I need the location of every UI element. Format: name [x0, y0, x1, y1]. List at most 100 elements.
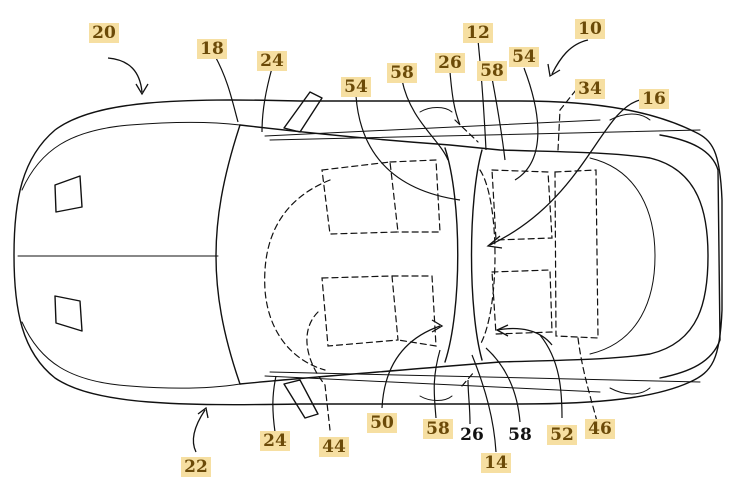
leader-lines	[214, 39, 598, 453]
arrow-16	[489, 99, 641, 246]
numeral-highlight	[463, 23, 493, 43]
front-seat-left-back	[389, 159, 441, 233]
reference-numeral-50: 50	[367, 413, 397, 433]
numeral-text: 34	[578, 79, 602, 99]
reference-numeral-26-top: 26	[435, 53, 465, 73]
front-seat-left	[321, 161, 399, 235]
numeral-text: 26	[460, 425, 484, 445]
reference-numeral-22: 22	[181, 457, 211, 477]
rear-seat-right	[491, 269, 553, 335]
reference-numeral-54-right: 54	[509, 47, 539, 67]
numeral-highlight	[387, 63, 417, 83]
numeral-text: 12	[466, 23, 490, 43]
reference-numeral-20: 20	[89, 23, 119, 43]
door-handle-top	[419, 107, 453, 113]
arrowhead-16	[486, 235, 503, 249]
reference-numeral-58-bottom-right: 58	[508, 425, 532, 445]
sill-bottom	[269, 371, 701, 383]
numeral-text: 20	[92, 23, 116, 43]
numeral-text: 44	[322, 437, 346, 457]
arrow-50-head	[431, 319, 444, 333]
center-pillar	[444, 147, 459, 363]
floor-rear-outline	[479, 169, 496, 346]
leader-58-bottom-left	[433, 349, 441, 419]
leader-26-bottom	[467, 379, 471, 425]
numeral-text: 10	[578, 19, 602, 39]
vehicle-body	[13, 91, 723, 419]
arrow-22	[192, 409, 206, 453]
numeral-highlight	[260, 431, 290, 451]
leader-50	[381, 325, 441, 409]
rear-deck-line	[589, 157, 656, 355]
reference-numeral-58-top-right: 58	[477, 61, 507, 81]
numeral-highlight	[575, 19, 605, 39]
rear-spoiler	[659, 134, 721, 379]
rear-notch-top	[609, 113, 651, 121]
floor-front-outline	[264, 179, 331, 371]
numeral-text: 54	[512, 47, 536, 67]
reference-numeral-18: 18	[197, 39, 227, 59]
reference-numeral-46: 46	[585, 419, 615, 439]
leader-24-top	[261, 67, 273, 133]
side-line-top	[264, 119, 601, 137]
numeral-text: 46	[588, 419, 612, 439]
reference-numeral-34: 34	[575, 79, 605, 99]
numeral-highlight	[575, 79, 605, 99]
arrowhead-20	[135, 83, 149, 96]
numeral-text: 54	[344, 77, 368, 97]
striker-top	[454, 119, 479, 143]
arrowhead-22	[197, 406, 209, 419]
numeral-text: 18	[200, 39, 224, 59]
leader-18	[214, 55, 239, 123]
leader-14	[471, 354, 497, 453]
numeral-highlight	[435, 53, 465, 73]
arrow-10	[551, 39, 589, 75]
rear-bench-back	[554, 169, 599, 339]
door-handle-bottom	[419, 395, 453, 401]
cowl	[215, 124, 241, 385]
numeral-text: 24	[260, 51, 284, 71]
reference-numeral-58-bottom-left: 58	[423, 419, 453, 439]
mirror-top	[283, 91, 323, 133]
reference-numeral-52: 52	[547, 425, 577, 445]
reference-numeral-24-bottom: 24	[260, 431, 290, 451]
leader-54-left	[355, 95, 461, 201]
numeral-highlight	[181, 457, 211, 477]
rear-seat-left	[491, 169, 553, 241]
body-outline	[13, 99, 723, 406]
reference-numeral-24-top: 24	[257, 51, 287, 71]
reference-numeral-58-top-left: 58	[387, 63, 417, 83]
numeral-highlight	[547, 425, 577, 445]
mirror-bottom	[283, 379, 319, 419]
reference-numeral-26-bottom: 26	[460, 425, 484, 445]
rear-notch-bottom	[609, 387, 651, 395]
numeral-text: 58	[508, 425, 532, 445]
reference-numeral-54-left: 54	[341, 77, 371, 97]
numeral-text: 24	[263, 431, 287, 451]
leader-12	[477, 39, 487, 151]
leader-54-right	[514, 67, 539, 181]
reference-numeral-12: 12	[463, 23, 493, 43]
reference-numeral-14: 14	[481, 453, 511, 473]
headlight-bottom	[54, 295, 83, 332]
hood-edge-bottom	[21, 321, 241, 389]
numeral-highlight	[341, 77, 371, 97]
numeral-highlight	[481, 453, 511, 473]
numeral-highlight	[89, 23, 119, 43]
headlight-top	[54, 175, 83, 213]
numeral-highlight	[197, 39, 227, 59]
numeral-text: 58	[390, 63, 414, 83]
numeral-text: 50	[370, 413, 394, 433]
leader-26-top	[449, 71, 461, 126]
numeral-highlight	[367, 413, 397, 433]
leader-58-top-right	[491, 77, 506, 161]
numeral-text: 22	[184, 457, 208, 477]
panel-34	[557, 89, 577, 151]
reference-arrows	[107, 39, 641, 453]
floor-44	[306, 311, 331, 431]
numeral-highlight	[639, 89, 669, 109]
numeral-text: 14	[484, 453, 508, 473]
reference-numeral-16: 16	[639, 89, 669, 109]
reference-numeral-10: 10	[575, 19, 605, 39]
